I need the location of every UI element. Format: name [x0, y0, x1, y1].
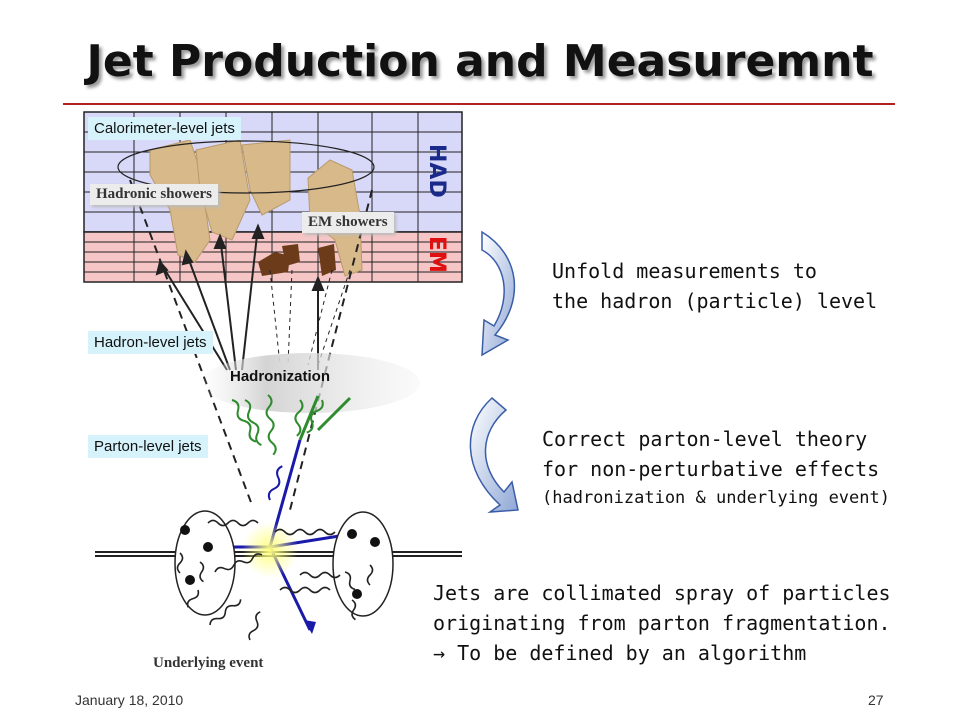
gluon-curl — [186, 589, 200, 608]
gluon-curl — [351, 599, 357, 621]
jets-line-3: To be defined by an algorithm — [457, 641, 807, 665]
right-arrow-icon: → — [433, 641, 446, 665]
calorimeter-level-label: Calorimeter-level jets — [88, 117, 241, 140]
gluon-curl — [274, 528, 336, 536]
gluon-curl — [248, 611, 261, 641]
em-label: EM — [424, 236, 449, 273]
unfold-arrow — [481, 230, 516, 357]
gluon-curl — [279, 586, 331, 594]
proton-right — [332, 511, 394, 617]
unfold-text: Unfold measurements to the hadron (parti… — [552, 256, 877, 316]
em-shower — [258, 252, 290, 276]
jets-text: Jets are collimated spray of particles o… — [433, 578, 891, 668]
gluon — [231, 399, 257, 443]
jet-ellipse — [117, 140, 375, 194]
correct-line-2: for non-perturbative effects — [542, 457, 880, 481]
unfold-line-2: the hadron (particle) level — [552, 289, 878, 313]
page-number: 27 — [868, 692, 884, 708]
gluon-curl — [366, 564, 374, 586]
gluon-curl — [199, 561, 205, 583]
hadronization-label: Hadronization — [230, 368, 330, 385]
correct-text: Correct parton-level theory for non-pert… — [542, 424, 890, 512]
footer-date: January 18, 2010 — [75, 692, 184, 708]
hadronization-cloud — [200, 353, 420, 413]
gluon-curl — [207, 519, 259, 527]
title-divider — [63, 103, 895, 105]
gluon — [294, 399, 304, 437]
unfold-line-1: Unfold measurements to — [552, 259, 817, 283]
correct-arrow — [469, 397, 519, 513]
hadronic-shower — [241, 139, 291, 216]
hadron-level-label: Hadron-level jets — [88, 331, 213, 354]
jets-line-2: originating from parton fragmentation. — [433, 611, 891, 635]
underlying-event-label: Underlying event — [153, 655, 264, 671]
gluon-curl — [299, 571, 341, 579]
gluon-curl — [344, 571, 356, 591]
slide-title: Jet Production and Measuremnt — [86, 36, 874, 87]
em-shower — [318, 244, 336, 276]
em-shower — [282, 244, 300, 266]
gluon — [244, 399, 262, 447]
jets-line-1: Jets are collimated spray of particles — [433, 581, 891, 605]
correct-line-1: Correct parton-level theory — [542, 427, 868, 451]
had-label: HAD — [424, 144, 449, 198]
parton-level-label: Parton-level jets — [88, 435, 208, 458]
correct-line-3: (hadronization & underlying event) — [542, 488, 890, 508]
jets-line-3-row: → To be defined by an algorithm — [433, 638, 891, 668]
hadronic-showers-label: Hadronic showers — [90, 184, 218, 205]
gluon — [265, 394, 277, 456]
collision-glow — [242, 522, 298, 578]
em-showers-label: EM showers — [302, 212, 394, 233]
gluon-curl — [214, 553, 263, 573]
gluon-curl — [176, 552, 184, 574]
gluon-curl — [209, 599, 242, 626]
